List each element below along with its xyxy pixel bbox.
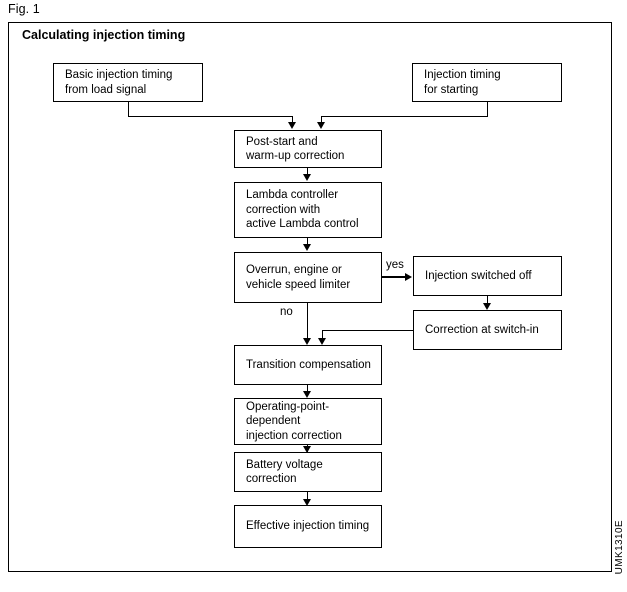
edge-transition-to-operatingpoint xyxy=(307,385,309,392)
figure-frame xyxy=(8,22,612,572)
arrowhead-overrun-to-switchedoff xyxy=(405,273,412,281)
node-transition-compensation[interactable]: Transition compensation xyxy=(234,345,382,385)
node-lambda-controller[interactable]: Lambda controller correction with active… xyxy=(234,182,382,238)
arrowhead-lambda-to-overrun xyxy=(303,244,312,251)
figure-caption: Fig. 1 xyxy=(8,2,40,16)
node-effective-injection-timing[interactable]: Effective injection timing xyxy=(234,505,382,548)
edge-overrun-to-switchedoff-seg1 xyxy=(382,276,407,278)
edge-starting-to-poststart-seg3 xyxy=(321,115,323,124)
node-injection-switched-off[interactable]: Injection switched off xyxy=(413,256,562,296)
edge-starting-to-poststart-seg1 xyxy=(487,102,489,117)
arrowhead-transition-to-operatingpoint xyxy=(303,391,312,398)
node-post-start-warm-up[interactable]: Post-start and warm-up correction xyxy=(234,130,382,168)
edge-switchedoff-to-correction xyxy=(487,296,489,304)
node-correction-at-switch-in[interactable]: Correction at switch-in xyxy=(413,310,562,350)
edge-starting-to-poststart-seg2 xyxy=(321,115,488,117)
panel-title: Calculating injection timing xyxy=(22,28,186,42)
edge-basic-to-poststart-seg3 xyxy=(291,115,293,124)
arrowhead-starting-to-poststart xyxy=(317,122,326,129)
figure-side-code: UMK1310E xyxy=(614,519,625,574)
edge-basic-to-poststart-seg2 xyxy=(128,115,293,117)
arrowhead-overrun-to-transition xyxy=(303,338,312,345)
edge-lambda-to-overrun xyxy=(307,238,309,245)
edge-correction-to-transition-seg1 xyxy=(322,329,414,331)
edge-basic-to-poststart-seg1 xyxy=(128,102,130,117)
arrowhead-battery-to-effective xyxy=(303,499,312,506)
node-battery-voltage[interactable]: Battery voltage correction xyxy=(234,452,382,492)
edge-poststart-to-lambda xyxy=(307,168,309,175)
arrowhead-correction-to-transition xyxy=(318,338,327,345)
edge-battery-to-effective xyxy=(307,492,309,500)
arrowhead-poststart-to-lambda xyxy=(303,174,312,181)
arrowhead-basic-to-poststart xyxy=(288,122,296,129)
edge-overrun-to-transition xyxy=(307,303,309,339)
node-injection-timing-for-starting[interactable]: Injection timing for starting xyxy=(412,63,562,102)
node-operating-point-dependent[interactable]: Operating-point-dependent injection corr… xyxy=(234,398,382,445)
arrowhead-switchedoff-to-correction xyxy=(483,303,492,310)
arrowhead-operatingpoint-to-battery xyxy=(303,446,312,453)
node-basic-injection-timing[interactable]: Basic injection timing from load signal xyxy=(53,63,203,102)
node-overrun-limiter[interactable]: Overrun, engine or vehicle speed limiter xyxy=(234,252,382,303)
edge-correction-to-transition-seg2 xyxy=(322,329,324,339)
edge-label-yes: yes xyxy=(386,259,404,272)
edge-label-no: no xyxy=(280,306,293,319)
